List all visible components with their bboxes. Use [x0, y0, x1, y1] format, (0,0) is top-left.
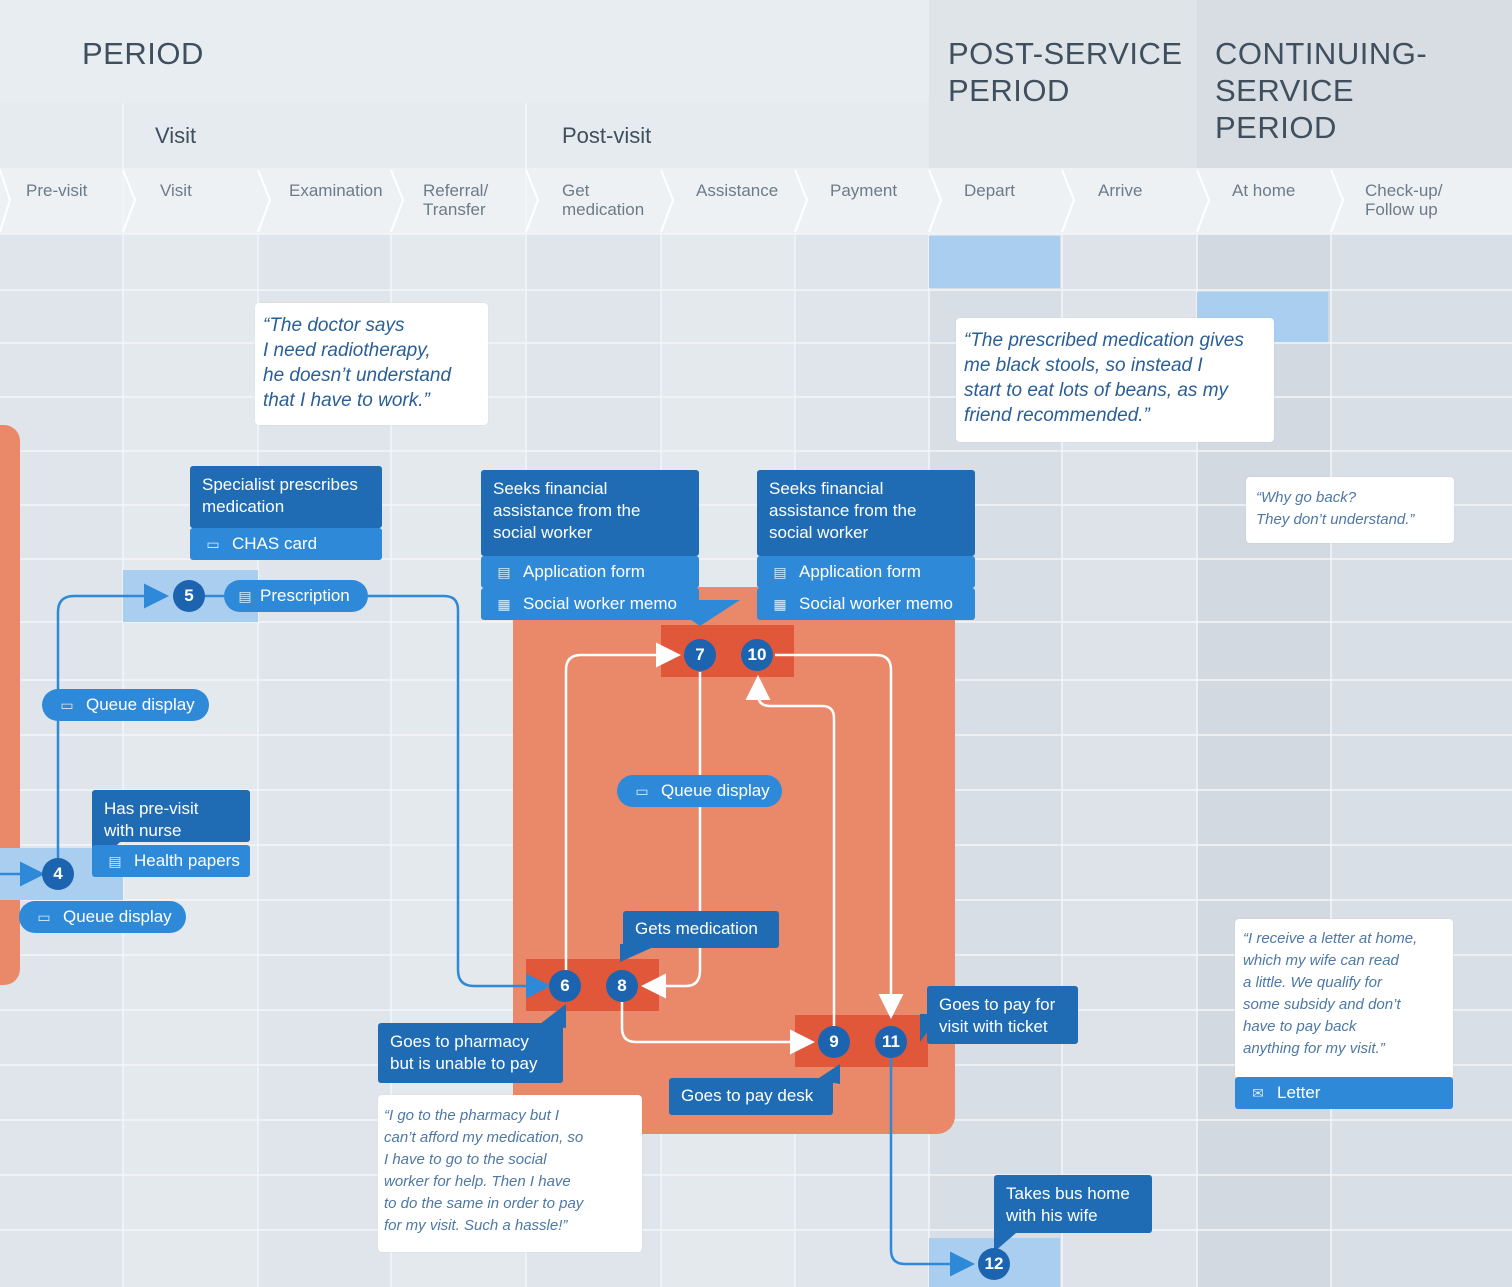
- document-icon: ▤: [238, 588, 252, 604]
- desc-gets-medication: Gets medication: [623, 911, 779, 948]
- desc-pre-visit-nurse: Has pre-visit with nurse: [92, 790, 250, 842]
- post-service-period-title: POST-SERVICE PERIOD: [948, 36, 1183, 108]
- node-10: 10: [741, 639, 773, 671]
- orange-zone-left: [0, 425, 20, 985]
- blue-flow-lines: [0, 583, 975, 1277]
- memo-icon: ▦: [773, 596, 787, 612]
- node-9: 9: [818, 1026, 850, 1058]
- document-icon: ▤: [108, 853, 122, 869]
- step-get-medication: Get medication: [562, 181, 645, 219]
- node-strip-7-10: [661, 625, 794, 677]
- desc-specialist-prescribes: Specialist prescribes medication: [190, 466, 382, 528]
- step-at-home: At home: [1232, 181, 1296, 200]
- step-depart: Depart: [964, 181, 1016, 200]
- desc-pay-desk: Goes to pay desk: [669, 1078, 833, 1115]
- flow-8-to-9: [620, 1002, 815, 1055]
- flow-6-to-7: [564, 642, 681, 970]
- continuing-service-period-title: CONTINUING- SERVICE PERIOD: [1215, 36, 1428, 145]
- desc-bus-home: Takes bus home with his wife: [994, 1175, 1152, 1233]
- desc-seeks-assistance-2: Seeks financial assistance from the soci…: [757, 470, 975, 556]
- step-examination: Examination: [289, 181, 383, 200]
- flow-11-to-12: [889, 1058, 975, 1277]
- quote-medication: “The prescribed medication gives me blac…: [956, 318, 1274, 442]
- flow-7-to-8: [641, 672, 702, 999]
- emotion-cell-depart: [929, 236, 1060, 288]
- memo-icon: ▦: [497, 596, 511, 612]
- node-6: 6: [549, 970, 581, 1002]
- touchpoint-social-memo-2-label: Social worker memo: [799, 594, 953, 613]
- touchpoint-chas-card-label: CHAS card: [232, 534, 318, 553]
- touchpoint-social-memo-1-label: Social worker memo: [523, 594, 677, 613]
- white-flow-lines: [564, 642, 904, 1055]
- flow-9-to-10: [745, 675, 836, 1026]
- touchpoint-letter-label: Letter: [1277, 1083, 1321, 1102]
- desc-pharmacy-unable: Goes to pharmacy but is unable to pay: [378, 1023, 563, 1083]
- flow-4-to-5: [56, 583, 169, 858]
- queue-display-2-label: Queue display: [661, 781, 770, 800]
- queue-display-3-label: Queue display: [63, 907, 172, 926]
- touchpoint-health-papers-label: Health papers: [134, 851, 240, 870]
- post-service-header-band: [929, 0, 1197, 168]
- flow-5-to-6: [368, 594, 551, 999]
- node-12: 12: [978, 1248, 1010, 1280]
- touchpoint-prescription: ▤ Prescription: [224, 580, 368, 612]
- steps-header-band: [0, 168, 1512, 234]
- phase-header-band: [0, 103, 929, 168]
- quote-doctor: “The doctor says I need radiotherapy, he…: [255, 303, 488, 425]
- touchpoint-application-form-2-label: Application form: [799, 562, 921, 581]
- step-referral-transfer: Referral/ Transfer: [423, 181, 489, 219]
- phase-post-visit: Post-visit: [562, 123, 652, 148]
- step-assistance: Assistance: [696, 181, 779, 200]
- touchpoint-queue-display-2: ▭ Queue display: [617, 775, 782, 807]
- step-arrive: Arrive: [1098, 181, 1143, 200]
- touchpoint-social-memo-2: ▦ Social worker memo: [757, 588, 975, 620]
- desc-pay-with-ticket: Goes to pay for visit with ticket: [927, 986, 1078, 1044]
- touchpoint-social-memo-1: ▦ Social worker memo: [481, 588, 699, 620]
- step-check-up: Check-up/ Follow up: [1365, 181, 1443, 219]
- display-icon: ▭: [60, 697, 74, 713]
- touchpoint-letter: ✉ Letter: [1235, 1077, 1453, 1109]
- node-5: 5: [173, 580, 205, 612]
- step-payment: Payment: [830, 181, 898, 200]
- envelope-icon: ✉: [1252, 1085, 1264, 1101]
- node-strip-9-11: [795, 1015, 928, 1067]
- node-11: 11: [875, 1026, 907, 1058]
- queue-display-1-label: Queue display: [86, 695, 195, 714]
- display-icon: ▭: [635, 783, 649, 799]
- phase-visit: Visit: [155, 123, 197, 148]
- quote-letter: “I receive a letter at home, which my wi…: [1235, 919, 1453, 1079]
- touchpoint-prescription-label: Prescription: [260, 586, 350, 605]
- quote-why-go-back: “Why go back? They don’t understand.”: [1246, 477, 1454, 543]
- period-title: PERIOD: [82, 36, 204, 71]
- node-4: 4: [42, 858, 74, 890]
- node-8: 8: [606, 970, 638, 1002]
- touchpoint-application-form-2: ▤ Application form: [757, 556, 975, 588]
- node-7: 7: [684, 639, 716, 671]
- step-chevrons: [0, 169, 1345, 233]
- touchpoint-application-form-1-label: Application form: [523, 562, 645, 581]
- quote-pharmacy: “I go to the pharmacy but I can’t afford…: [378, 1095, 642, 1252]
- document-icon: ▤: [773, 564, 787, 580]
- card-icon: ▭: [206, 536, 220, 552]
- touchpoint-queue-display-1: ▭ Queue display: [42, 689, 209, 721]
- touchpoint-health-papers: ▤ Health papers: [92, 845, 250, 877]
- period-header-band: [0, 0, 929, 103]
- step-pre-visit: Pre-visit: [26, 181, 88, 200]
- step-visit: Visit: [160, 181, 192, 200]
- document-icon: ▤: [497, 564, 511, 580]
- display-icon: ▭: [37, 909, 51, 925]
- touchpoint-queue-display-3: ▭ Queue display: [19, 901, 186, 933]
- desc-seeks-assistance-1: Seeks financial assistance from the soci…: [481, 470, 699, 556]
- touchpoint-chas-card: ▭ CHAS card: [190, 528, 382, 560]
- continuing-service-header-band: [1197, 0, 1512, 168]
- flow-10-to-11: [775, 653, 904, 1019]
- touchpoint-application-form-1: ▤ Application form: [481, 556, 699, 588]
